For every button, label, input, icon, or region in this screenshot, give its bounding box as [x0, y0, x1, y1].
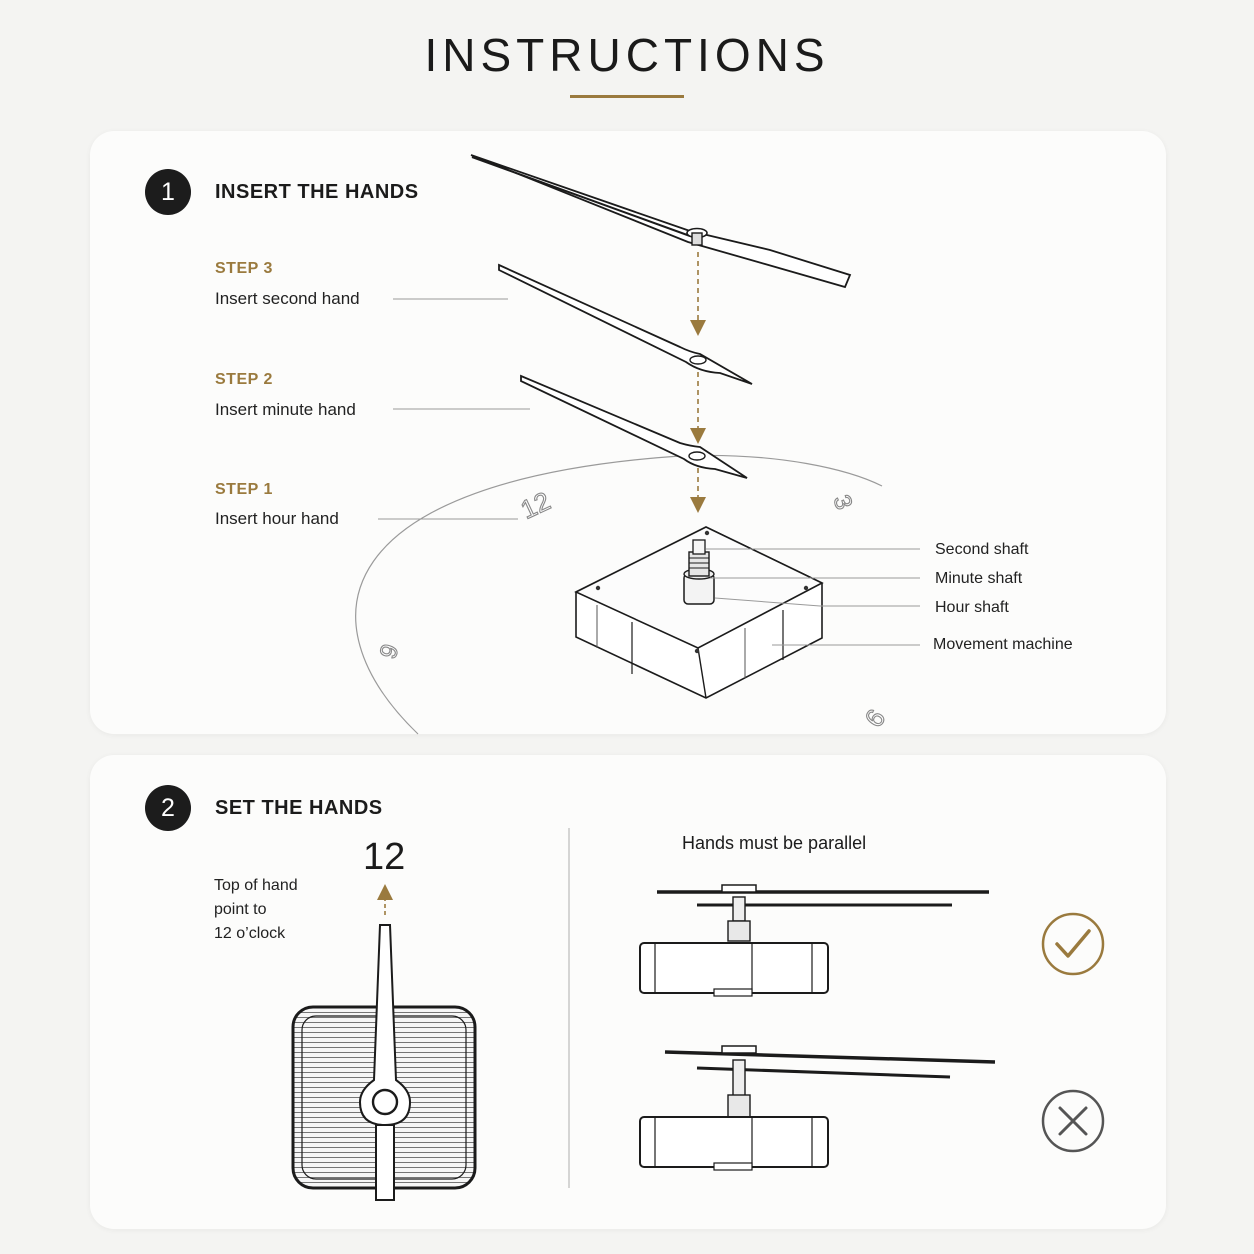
section-title-set: SET THE HANDS [215, 797, 383, 819]
check-icon [1041, 912, 1105, 976]
movement-front-drawing [291, 924, 477, 1201]
twelve-marker: 12 [363, 836, 406, 878]
parallel-title: Hands must be parallel [682, 833, 867, 853]
movement-machine-label: Movement machine [933, 636, 1073, 653]
step2-text: Insert minute hand [215, 400, 356, 419]
section-title-insert: INSERT THE HANDS [215, 181, 419, 203]
note-line-3: 12 o’clock [214, 925, 286, 942]
parallel-correct-drawing [639, 884, 989, 997]
parallel-incorrect-drawing [639, 1045, 996, 1171]
step3-label: STEP 3 [215, 260, 273, 277]
cross-icon [1041, 1089, 1105, 1153]
set-hands-card [90, 755, 1166, 1229]
step1-text: Insert hour hand [215, 509, 339, 528]
minute-shaft-label: Minute shaft [935, 570, 1023, 587]
dial-number-9: 9 [375, 641, 405, 663]
step-number-badge-2: 2 [145, 785, 191, 831]
page-title: INSTRUCTIONS [424, 29, 830, 81]
hour-shaft-leader [714, 597, 821, 607]
dial-number-6: 6 [859, 704, 892, 733]
twelve-oclock-note: Top of hand point to 12 o’clock [214, 874, 354, 946]
note-line-1: Top of hand [214, 877, 298, 894]
minute-hand-drawing [498, 263, 753, 385]
title-underline [570, 95, 684, 98]
hour-hand-drawing [520, 374, 748, 479]
step-number-badge-1: 1 [145, 169, 191, 215]
dial-number-3: 3 [827, 491, 857, 513]
note-line-2: point to [214, 901, 267, 918]
step2-label: STEP 2 [215, 371, 273, 388]
step3-text: Insert second hand [215, 289, 360, 308]
step1-label: STEP 1 [215, 481, 273, 498]
second-hand-drawing [470, 154, 852, 289]
hour-shaft-label: Hour shaft [935, 599, 1009, 616]
second-shaft-label: Second shaft [935, 541, 1029, 558]
clock-movement-drawing [574, 526, 824, 699]
dial-arc [355, 454, 883, 735]
dial-number-12: 12 [516, 486, 555, 525]
